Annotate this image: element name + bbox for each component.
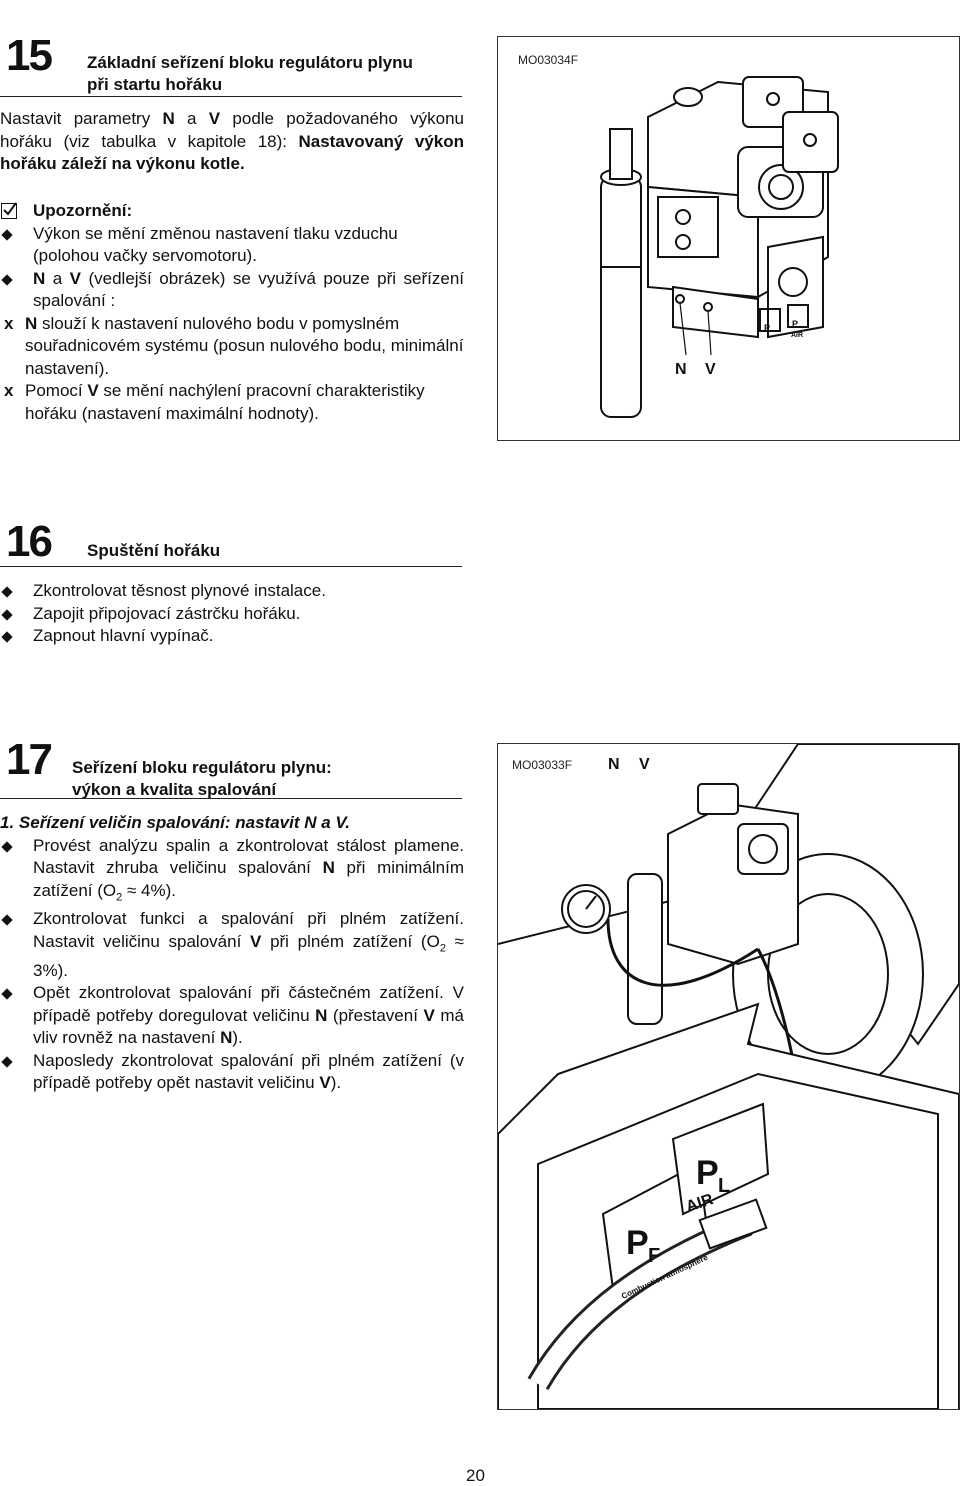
x2-text-2: se mění nachýlení pracovní charakteristi… <box>25 381 425 423</box>
section-17-number: 17 <box>6 735 53 784</box>
section-17-title-line2: výkon a kvalita spalování <box>72 780 277 799</box>
section-16-list: Zkontrolovat těsnost plynové instalace. … <box>0 580 464 648</box>
pl-air-label: AIR <box>791 332 803 339</box>
intro-text: Nastavit parametry <box>0 109 163 128</box>
s17-bullet-3: Opět zkontrolovat spalování při částečné… <box>0 982 464 1050</box>
section-16-number: 16 <box>6 517 53 566</box>
checkbox-icon <box>1 202 17 219</box>
x-marker: x <box>4 313 14 333</box>
x1-text: slouží k nastavení nulového bodu v pomys… <box>25 313 464 378</box>
b2-v: V <box>250 931 262 951</box>
figure-code: MO03034F <box>518 53 579 67</box>
note-bullet-1-text: Výkon se mění změnou nastavení tlaku vzd… <box>33 223 398 266</box>
figure-gas-valve-2: MO03033F N V <box>497 743 960 1410</box>
intro-and: a <box>174 109 209 128</box>
section-15-note: Upozornění: Výkon se mění změnou nastave… <box>0 200 464 425</box>
note-heading: Upozornění: <box>0 200 464 223</box>
section-15-intro: Nastavit parametry N a V podle požadovan… <box>0 108 464 176</box>
intro-v: V <box>208 109 221 128</box>
figure-label-v: V <box>705 361 716 378</box>
bullet2-and: a <box>45 268 70 288</box>
page-number: 20 <box>466 1466 485 1485</box>
x2-v: V <box>87 381 99 400</box>
section-15-title-line1: Základní seřízení bloku regulátoru plynu <box>87 53 413 72</box>
figure2-label-v: V <box>639 756 650 773</box>
section-17-title-line1: Seřízení bloku regulátoru plynu: <box>72 758 332 777</box>
note-x-item-1: x N slouží k nastavení nulového bodu v p… <box>0 313 464 381</box>
section-15-title: Základní seřízení bloku regulátoru plynu… <box>87 52 413 96</box>
section-16-title: Spuštění hořáku <box>87 541 221 560</box>
figure-label-n: N <box>675 361 687 378</box>
s17-bullet-4: Naposledy zkontrolovat spalování při pln… <box>0 1050 464 1095</box>
section-17-rule <box>0 798 462 799</box>
b1-text: Provést analýzu spalin a zkontrolovat st… <box>33 835 464 878</box>
section-16-bullet-3: Zapnout hlavní vypínač. <box>0 625 464 648</box>
b2-end: ≈ 3%). <box>33 931 464 980</box>
figure-gas-valve-1: MO03034F <box>497 36 960 441</box>
section-16-rule <box>0 566 462 567</box>
b3-text-2: (přestavení <box>327 1005 424 1025</box>
gas-valve-drawing: P P AIR <box>600 76 839 418</box>
svg-text:P: P <box>764 323 770 333</box>
section-15-title-line2: při startu hořáku <box>87 75 223 94</box>
s17-bullet-1: Provést analýzu spalin a zkontrolovat st… <box>0 835 464 909</box>
section-15-number: 15 <box>6 31 53 80</box>
b1-text-2: při minimálním zatížení (O <box>33 858 464 900</box>
figure-code-2: MO03033F <box>512 758 573 772</box>
b4-end: ). <box>330 1073 342 1093</box>
b3-text: Opět zkontrolovat spalování při částečné… <box>33 983 464 1025</box>
section-17-body: 1. Seřízení veličin spalování: nastavit … <box>0 812 464 1095</box>
b3-n: N <box>315 1005 328 1025</box>
intro-n: N <box>162 109 175 128</box>
b2-text-2: při plném zatížení (O <box>261 931 440 951</box>
b1-n: N <box>322 858 335 877</box>
b3-n2: N <box>220 1028 233 1048</box>
note-title: Upozornění: <box>33 201 133 220</box>
bullet2-n: N <box>33 268 46 288</box>
svg-text:P: P <box>626 1224 649 1262</box>
note-sublist: x N slouží k nastavení nulového bodu v p… <box>0 313 464 426</box>
section-17-title: Seřízení bloku regulátoru plynu: výkon a… <box>72 757 332 801</box>
s17-bullet-2: Zkontrolovat funkci a spalování při plné… <box>0 908 464 982</box>
b3-text-3: má vliv rovněž na nastavení <box>33 1005 465 1048</box>
section-16-bullet-1: Zkontrolovat těsnost plynové instalace. <box>0 580 464 603</box>
svg-text:F: F <box>648 1245 660 1267</box>
svg-text:L: L <box>718 1175 730 1197</box>
intro-text-2: podle požadovaného výkonu hořáku (viz ta… <box>0 109 464 151</box>
note-x-item-2: x Pomocí V se mění nachýlení pracovní ch… <box>0 380 464 425</box>
b3-end: ). <box>232 1028 243 1048</box>
b4-text: Naposledy zkontrolovat spalování při pln… <box>33 1050 464 1093</box>
bullet2-v: V <box>69 268 82 288</box>
burner-drawing: P F P L AIR Combustion atmosphère <box>498 744 959 1409</box>
step-title: 1. Seřízení veličin spalování: nastavit … <box>0 813 350 832</box>
b2-sub: 2 <box>439 942 446 955</box>
b1-end: ≈ 4%). <box>122 880 176 900</box>
b2-text: Zkontrolovat funkci a spalování při plné… <box>33 909 464 951</box>
figure2-label-n: N <box>608 756 620 773</box>
x2-text: Pomocí <box>25 381 88 400</box>
svg-text:P: P <box>696 1154 719 1192</box>
section-15-rule <box>0 96 462 97</box>
x1-n: N <box>25 313 38 333</box>
note-bullet-1: Výkon se mění změnou nastavení tlaku vzd… <box>0 223 464 268</box>
note-bullet-2: N a V (vedlejší obrázek) se využívá pouz… <box>0 268 464 313</box>
b1-sub: 2 <box>116 890 123 903</box>
bullet2-text: (vedlejší obrázek) se využívá pouze při … <box>33 268 464 311</box>
b4-v: V <box>319 1073 331 1093</box>
b3-v: V <box>423 1005 435 1025</box>
svg-text:P: P <box>792 319 798 329</box>
intro-bold: Nastavovaný výkon hořáku záleží na výkon… <box>0 131 464 174</box>
section-16-bullet-2: Zapojit připojovací zástrčku hořáku. <box>0 603 464 626</box>
x-marker: x <box>4 381 14 400</box>
